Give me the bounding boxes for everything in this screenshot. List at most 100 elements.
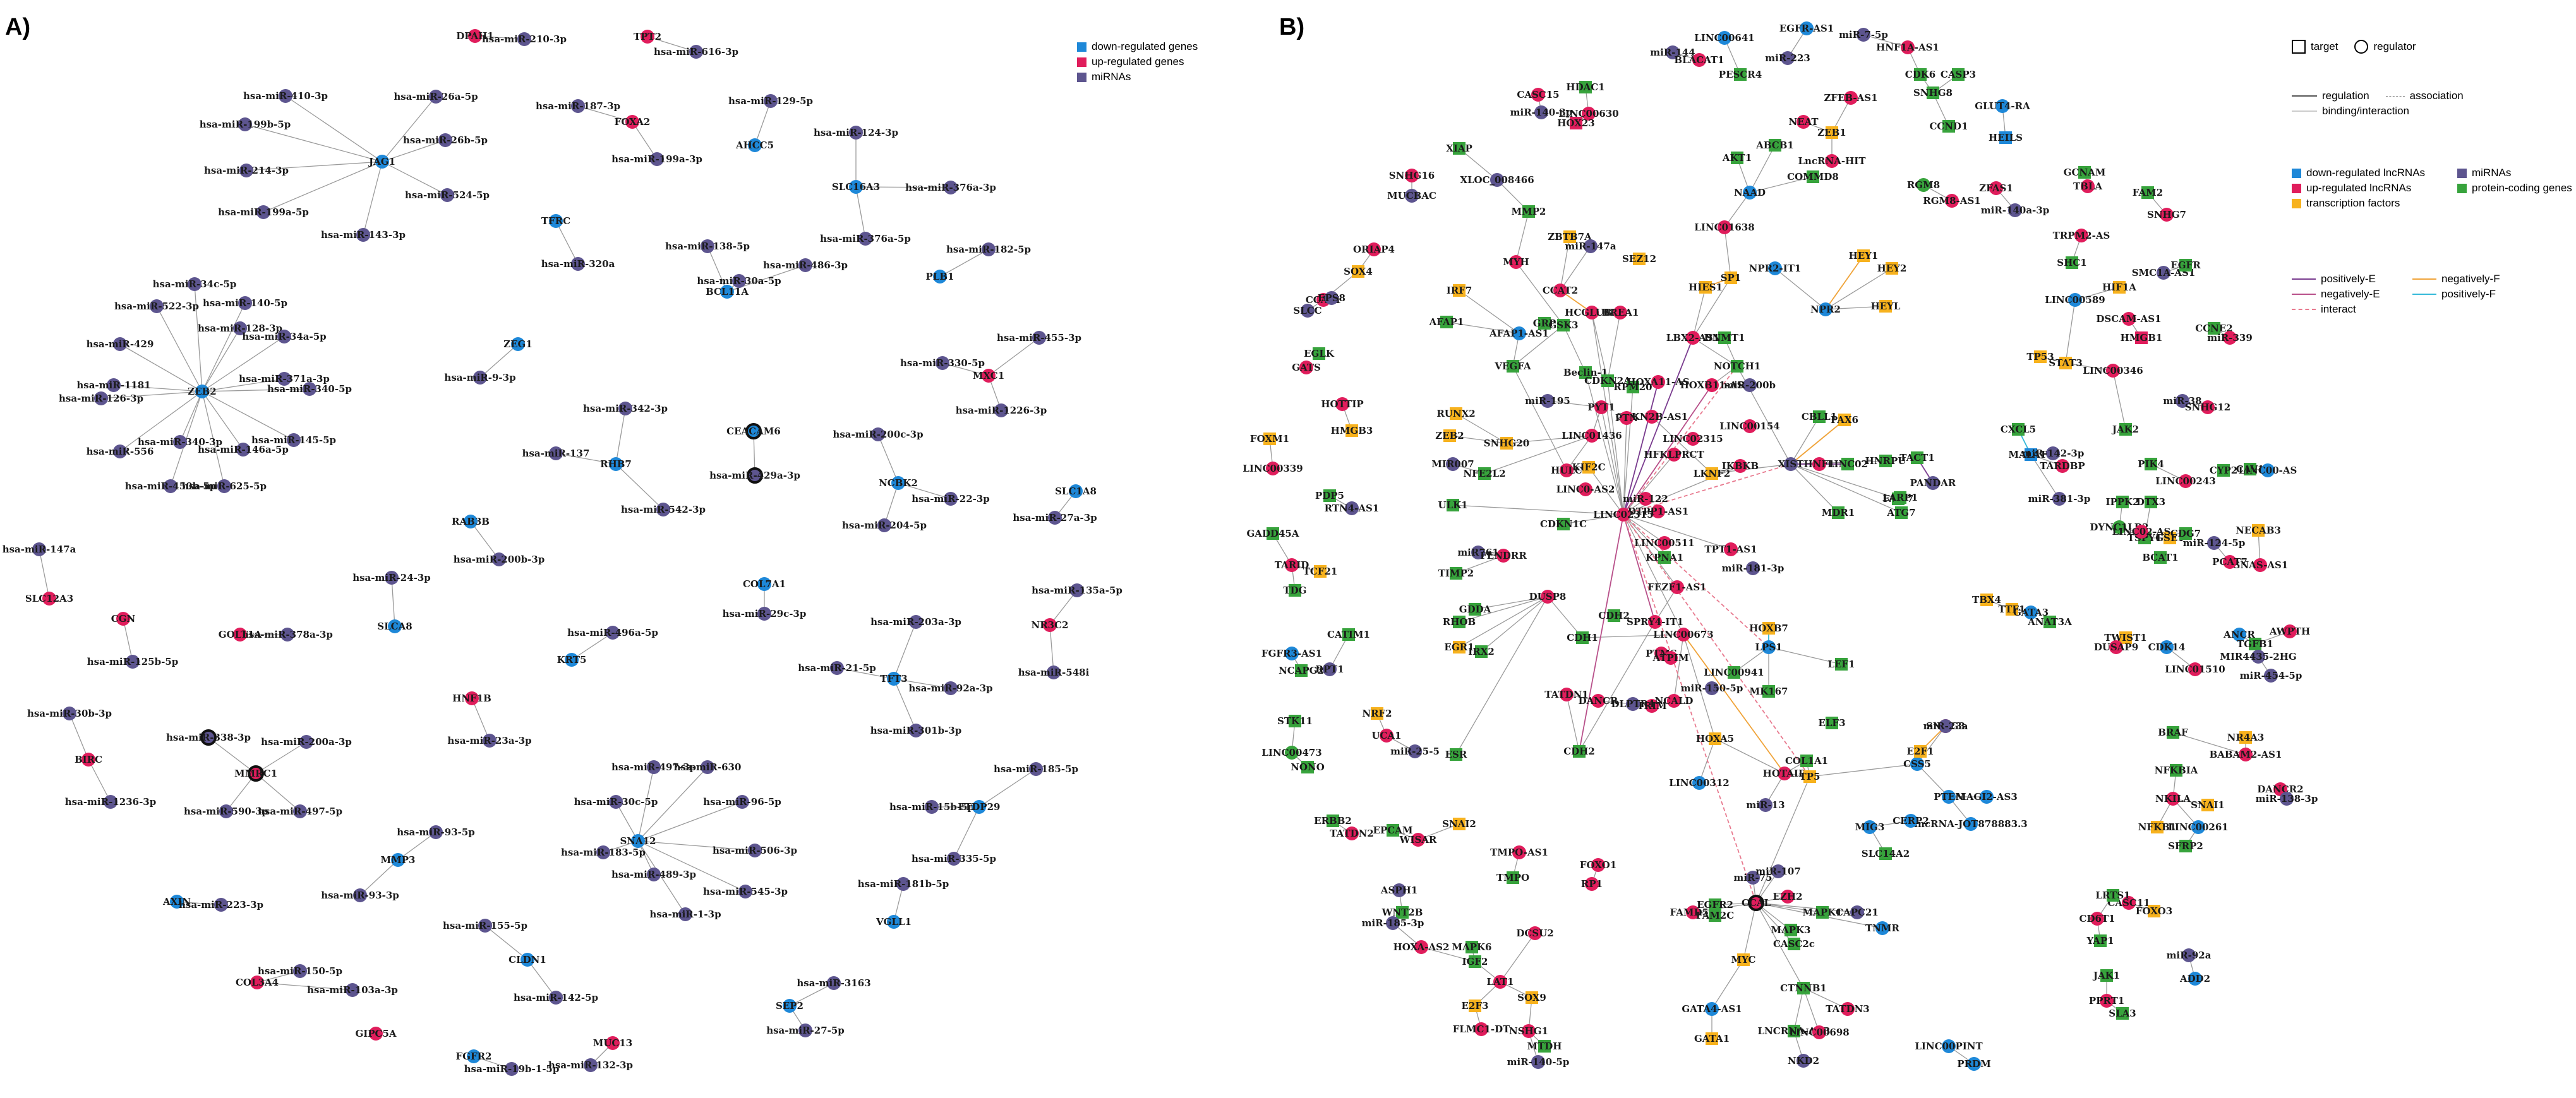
network-b-node[interactable]: MIR007 [1431,457,1474,471]
network-a-node[interactable]: ZEB2 [188,385,217,398]
network-a-node[interactable]: hsa-miR-497-5p [258,804,342,818]
network-a-node[interactable]: ZEG1 [503,337,533,351]
network-a-node[interactable]: hsa-miR-147a [3,542,76,556]
network-a-node[interactable]: TFT3 [880,672,908,686]
network-a-node[interactable]: BCL11A [706,285,749,299]
network-a-node[interactable]: hsa-miR-489-3p [611,868,696,881]
network-b-node[interactable]: HEYL [1871,300,1901,313]
network-b-node[interactable]: E2F3 [1462,1000,1489,1012]
network-b-node[interactable]: XIST [1778,457,1804,471]
network-a-node[interactable]: SLC1A8 [1055,484,1097,498]
network-b-node[interactable]: GATA3 [2013,606,2049,619]
network-b-node[interactable]: RUNX2 [1436,407,1476,420]
network-b-node[interactable]: ZFEB-AS1 [1824,91,1878,105]
network-b-node[interactable]: DTX3 [2136,496,2165,508]
network-b-node[interactable]: SNHG12 [2185,400,2230,414]
network-a-node[interactable]: hsa-miR-34a-5p [242,330,327,343]
network-b-node[interactable]: FAM2 [2133,186,2163,199]
network-b-node[interactable]: TATDN2 [1330,826,1374,840]
network-b-node[interactable]: lncRNA-JOT878883.3 [1914,817,2028,831]
network-a-node[interactable]: COL7A1 [743,577,786,591]
network-b-node[interactable]: SNHG7 [2147,208,2186,222]
network-b-node[interactable]: TTF1 [1999,603,2026,616]
network-b-node[interactable]: miR-140-5p [1507,1055,1570,1069]
network-a-node[interactable]: hsa-miR-429 [87,337,154,351]
network-b-node[interactable]: miR-107 [1755,864,1801,878]
network-b-node[interactable]: NONO [1291,761,1325,773]
network-b-node[interactable]: PAX6 [1831,414,1858,426]
network-b-node[interactable]: HNRPU [1865,455,1906,467]
network-a-node[interactable]: GIPC5A [355,1027,397,1041]
network-b-node[interactable]: CDH2 [1598,609,1630,622]
network-a-node[interactable]: hsa-miR-545-3p [703,885,788,898]
network-b-node[interactable]: IRX2 [1468,645,1495,658]
network-b-node[interactable]: PRDM [1957,1057,1991,1071]
network-b-node[interactable]: LINC00641 [1694,31,1755,45]
network-b-node[interactable]: miR-147a [1565,239,1616,253]
network-a-node[interactable]: hsa-miR-183-5p [561,845,646,859]
network-b-node[interactable]: LINC00698 [1789,1025,1850,1039]
network-a-node[interactable]: hsa-miR-410-3p [243,89,328,103]
network-b-node[interactable]: BREA1 [1602,306,1639,319]
network-a-node[interactable]: hsa-miR-548i [1018,665,1090,679]
network-b-node[interactable]: GDDA [1459,603,1491,616]
network-b-node[interactable]: DUSP8 [1529,590,1567,604]
network-b-node[interactable]: GADD45A [1247,527,1299,540]
network-b-node[interactable]: ZEB1 [1817,126,1846,139]
network-b-node[interactable]: HOXA-AS2 [1393,940,1450,954]
network-a-node[interactable]: FTDP29 [958,800,1001,814]
network-b-node[interactable]: LINC00-AS [2239,463,2297,477]
network-a-node[interactable]: hsa-miR-506-3p [713,844,797,857]
network-b-node[interactable]: TBX4 [1972,594,2001,606]
network-b-node[interactable]: TRPM2-AS [2053,229,2110,242]
network-b-node[interactable]: TACT1 [1899,451,1935,464]
network-b-node[interactable]: LINC00PINT [1915,1039,1983,1053]
network-a-node[interactable]: hsa-miR-340-5p [267,382,352,396]
network-b-node[interactable]: PPRT1 [2089,994,2124,1008]
network-a-node[interactable]: hsa-miR-590-3p [184,804,268,818]
network-b-node[interactable]: CASC2c [1773,938,1815,950]
network-b-node[interactable]: DSCAM-AS1 [2096,312,2162,326]
network-b-node[interactable]: FGFR3-AS1 [1261,647,1322,660]
network-a-node[interactable]: hsa-miR-125b-5p [87,655,179,669]
network-b-node[interactable]: SNAI2 [1442,818,1476,830]
network-b-node[interactable]: PYT1 [1587,400,1615,414]
network-b-node[interactable]: KPNA1 [1646,551,1683,564]
network-b-node[interactable]: TPT1-AS1 [1704,542,1757,556]
network-b-node[interactable]: CCNE2 [2195,322,2233,335]
network-b-node[interactable]: WNT2B [1381,906,1423,919]
network-a-node[interactable]: hsa-miR-210-3p [482,32,567,46]
network-a-node[interactable]: hsa-miR-338-3p [166,729,251,746]
network-a-node[interactable]: hsa-miR-21-5p [798,661,876,675]
network-b-node[interactable]: HOX23 [1557,117,1595,129]
network-a-node[interactable]: TFRC [541,214,570,228]
network-b-node[interactable]: EGFR [2170,259,2201,272]
network-b-node[interactable]: miR-122 [1623,492,1668,506]
network-a-node[interactable]: hsa-miR-137 [522,446,590,460]
network-b-node[interactable]: NAAD [1734,186,1766,200]
network-b-node[interactable]: E2F1 [1907,745,1934,758]
network-a-node[interactable]: SLCA8 [377,619,412,633]
network-b-node[interactable]: NRF2 [1362,707,1392,720]
network-a-node[interactable]: JAG1 [368,155,395,169]
network-b-node[interactable]: FOXO1 [1580,858,1616,872]
network-b-node[interactable]: Beclin-1 [1563,366,1608,379]
network-b-node[interactable]: miR-124-5p [2183,536,2246,550]
network-b-node[interactable]: CDG7 [2170,527,2201,540]
network-a-node[interactable]: hsa-miR-455-3p [997,331,1081,345]
network-b-node[interactable]: SNHG16 [1389,169,1435,182]
network-b-node[interactable]: DUSAP9 [2094,640,2138,654]
network-b-node[interactable]: LPS1 [1755,640,1783,654]
network-b-node[interactable]: CXCL5 [2001,423,2036,436]
network-b-node[interactable]: miR-7-5p [1839,28,1888,42]
network-a-node[interactable]: hsa-miR-96-5p [703,795,781,809]
network-b-node[interactable]: ESR [1445,748,1467,761]
network-b-node[interactable]: HEY1 [1849,249,1879,262]
network-a-node[interactable]: hsa-miR-522-3p [114,299,199,313]
network-a-node[interactable]: hsa-miR-145-5p [251,433,336,447]
network-b-node[interactable]: SNHG20 [1484,437,1529,450]
network-b-node[interactable]: miR-75 [1733,871,1773,885]
network-b-node[interactable]: TMPO [1496,871,1529,884]
network-b-node[interactable]: XIAP [1446,142,1472,155]
network-b-node[interactable]: VEGFA [1494,360,1531,373]
